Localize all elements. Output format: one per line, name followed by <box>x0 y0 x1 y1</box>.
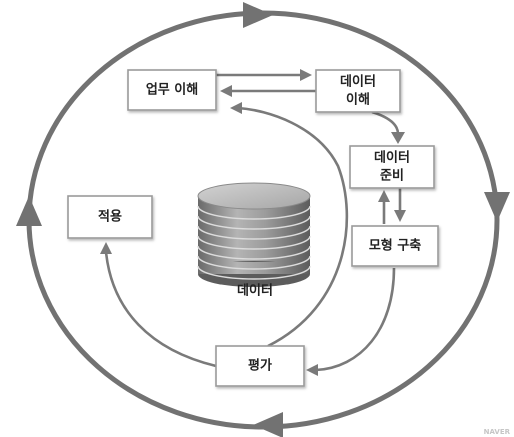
arrowhead-modeling-to-evaluation <box>306 364 318 376</box>
database-ring <box>197 255 311 270</box>
arrow-evaluation-to-business <box>237 106 349 348</box>
node-deployment-label: 적용 <box>98 209 122 225</box>
database-ring <box>197 205 311 220</box>
watermark: NAVER <box>484 428 511 436</box>
database-ring <box>197 215 311 230</box>
database-ring <box>197 235 311 250</box>
cycle-arrow-right <box>484 192 510 222</box>
arrow-evaluation-to-deployment <box>104 251 217 368</box>
node-evaluation[interactable]: 평가 <box>215 345 305 387</box>
node-data-understanding[interactable]: 데이터 이해 <box>315 69 401 113</box>
cycle-arrow-bottom <box>253 412 283 437</box>
arrowhead-data-understanding-to-prep <box>391 132 405 144</box>
cycle-arrow-top <box>243 2 273 28</box>
node-deployment[interactable]: 적용 <box>67 195 153 239</box>
node-evaluation-label: 평가 <box>248 358 272 374</box>
arrowhead-evaluation-to-deployment <box>100 242 112 254</box>
arrow-data-understanding-to-prep <box>371 110 400 135</box>
database-icon <box>197 182 311 287</box>
node-business-label: 업무 이해 <box>146 82 198 98</box>
cycle-arrow-left <box>16 196 42 226</box>
arrowhead-prep-to-modeling <box>394 210 406 222</box>
node-data-understanding-label-1: 데이터 <box>340 74 376 90</box>
database-ring <box>197 245 311 260</box>
node-modeling-label: 모형 구축 <box>369 238 421 254</box>
arrowhead-evaluation-to-business <box>230 102 242 114</box>
node-data-prep-label-2: 준비 <box>380 169 404 184</box>
node-data-prep-label-1: 데이터 <box>374 150 410 166</box>
database-ring <box>197 265 311 280</box>
database-label: 데이터 <box>237 283 273 299</box>
node-data-understanding-label-2: 이해 <box>346 92 370 108</box>
flow-arrows <box>100 69 406 376</box>
arrowhead-business-to-data <box>300 69 312 81</box>
arrowhead-modeling-to-prep <box>378 190 390 202</box>
node-data-preparation[interactable]: 데이터 준비 <box>349 145 435 189</box>
node-modeling[interactable]: 모형 구축 <box>351 225 439 267</box>
database-ring <box>197 225 311 240</box>
outer-cycle <box>16 2 510 437</box>
arrow-modeling-to-evaluation <box>315 267 396 372</box>
node-business-understanding[interactable]: 업무 이해 <box>127 69 217 111</box>
arrowhead-data-to-business <box>220 85 232 97</box>
